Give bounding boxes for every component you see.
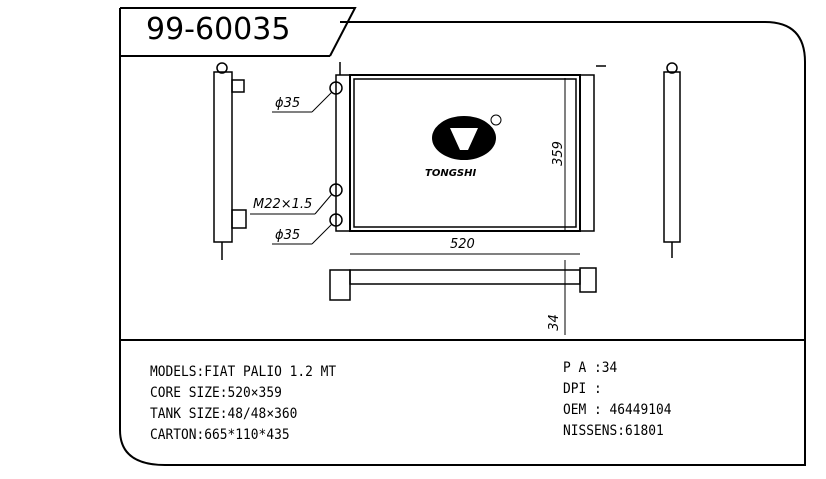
inlet-diameter-label: ϕ35 (275, 96, 301, 111)
spec-oem: OEM : 46449104 (563, 402, 672, 418)
spec-pa: P A :34 (563, 360, 618, 376)
part-number-title: 99-60035 (146, 12, 291, 47)
spec-dpi: DPI : (563, 381, 602, 397)
spec-carton: CARTON:665*110*435 (150, 427, 290, 443)
tongshi-logo (432, 114, 502, 160)
spec-nissens: NISSENS:61801 (563, 423, 664, 439)
logo-text: TONGSHI (425, 168, 477, 179)
spec-core-size: CORE SIZE:520×359 (150, 385, 282, 401)
outlet-diameter-label: ϕ35 (275, 228, 301, 243)
thread-label: M22×1.5 (253, 197, 313, 212)
specs-left: MODELS:FIAT PALIO 1.2 MT CORE SIZE:520×3… (150, 362, 336, 446)
height-dimension: 359 (550, 141, 566, 166)
radiator-drawing (213, 62, 681, 335)
spec-models: MODELS:FIAT PALIO 1.2 MT (150, 364, 337, 380)
spec-tank-size: TANK SIZE:48/48×360 (150, 406, 298, 422)
depth-dimension: 34 (546, 314, 562, 331)
width-dimension: 520 (450, 237, 475, 252)
specs-right: P A :34 DPI : OEM : 46449104 NISSENS:618… (563, 358, 672, 442)
